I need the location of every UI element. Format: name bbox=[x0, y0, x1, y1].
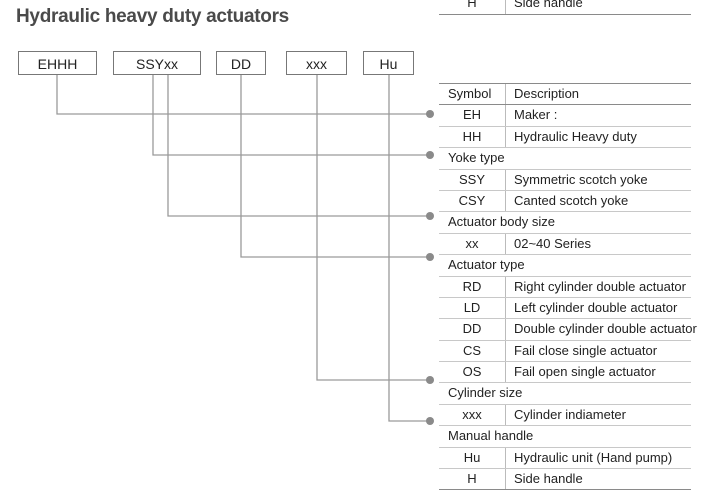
table-row: xxx Cylinder indiameter bbox=[439, 404, 691, 427]
column-divider bbox=[505, 340, 506, 362]
row-symbol: DD bbox=[462, 321, 482, 337]
code-box-handle: Hu bbox=[363, 51, 414, 75]
row-description: Fail open single actuator bbox=[514, 364, 656, 380]
row-symbol: RD bbox=[462, 278, 482, 294]
row-description: Double cylinder double actuator bbox=[514, 321, 697, 337]
code-box-yoke: SSYxx bbox=[113, 51, 201, 75]
section-title-yoke-type: Yoke type bbox=[439, 148, 691, 170]
page-title: Hydraulic heavy duty actuators bbox=[16, 6, 289, 27]
column-divider bbox=[505, 190, 506, 212]
column-divider bbox=[505, 404, 506, 426]
connector-actuator-type bbox=[240, 75, 430, 258]
column-divider bbox=[505, 447, 506, 469]
connector-manual-handle bbox=[388, 75, 430, 422]
table-row: H Side handle bbox=[439, 469, 691, 491]
connector-dot bbox=[426, 212, 434, 220]
row-description: Symmetric scotch yoke bbox=[514, 171, 648, 187]
table-header: Symbol Description bbox=[439, 83, 691, 106]
section-title-manual-handle: Manual handle bbox=[439, 426, 691, 448]
symbol-description-table: Symbol Description EH Maker : HH Hydraul… bbox=[439, 83, 697, 491]
row-description: Cylinder indiameter bbox=[514, 406, 626, 422]
column-divider bbox=[505, 126, 506, 148]
table-row: OS Fail open single actuator bbox=[439, 362, 691, 384]
row-description: Maker : bbox=[514, 107, 558, 123]
row-description: Canted scotch yoke bbox=[514, 192, 629, 208]
table-row: xx 02~40 Series bbox=[439, 233, 691, 256]
column-divider bbox=[505, 105, 506, 126]
table-row: EH Maker : bbox=[439, 105, 691, 127]
connector-dot bbox=[426, 151, 434, 159]
table-row: DD Double cylinder double actuator bbox=[439, 319, 697, 341]
connector-maker bbox=[56, 75, 430, 115]
row-description: 02~40 Series bbox=[514, 235, 591, 251]
column-divider bbox=[505, 319, 506, 340]
header-symbol: Symbol bbox=[448, 86, 492, 101]
row-symbol: SSY bbox=[458, 171, 485, 187]
table-row: CSY Canted scotch yoke bbox=[439, 190, 691, 213]
row-symbol: xxx bbox=[462, 406, 482, 422]
column-divider bbox=[505, 469, 506, 490]
row-symbol: H bbox=[467, 471, 477, 487]
table-row: SSY Symmetric scotch yoke bbox=[439, 169, 691, 191]
row-description: Right cylinder double actuator bbox=[514, 278, 686, 294]
row-symbol: CS bbox=[462, 342, 482, 358]
row-description: Left cylinder double actuator bbox=[514, 299, 678, 315]
column-divider bbox=[505, 276, 506, 297]
row-symbol: xx bbox=[465, 235, 479, 251]
code-box-cylinder: xxx bbox=[286, 51, 347, 75]
header-description: Description bbox=[514, 86, 580, 101]
table-row: CS Fail close single actuator bbox=[439, 340, 691, 363]
table-row: LD Left cylinder double actuator bbox=[439, 297, 691, 320]
column-divider bbox=[505, 233, 506, 255]
column-divider bbox=[505, 169, 506, 190]
connector-dot bbox=[426, 376, 434, 384]
connector-body-size bbox=[167, 75, 430, 217]
top-table-fragment: H Side handle bbox=[439, 0, 691, 15]
column-divider bbox=[505, 84, 506, 105]
row-symbol: CSY bbox=[458, 192, 486, 208]
connector-yoke-type bbox=[152, 75, 430, 156]
column-divider bbox=[505, 297, 506, 319]
table-row: RD Right cylinder double actuator bbox=[439, 276, 691, 298]
section-title-actuator-type: Actuator type bbox=[439, 255, 691, 277]
row-description: Side handle bbox=[514, 471, 583, 487]
row-description: Hydraulic Heavy duty bbox=[514, 128, 637, 144]
connector-dot bbox=[426, 253, 434, 261]
row-description: Fail close single actuator bbox=[514, 342, 658, 358]
row-symbol: LD bbox=[463, 299, 481, 315]
row-symbol: Hu bbox=[463, 449, 481, 465]
table-row: HH Hydraulic Heavy duty bbox=[439, 126, 691, 149]
code-box-actuator-type: DD bbox=[216, 51, 266, 75]
row-symbol: OS bbox=[462, 364, 482, 380]
column-divider bbox=[505, 362, 506, 383]
row-symbol: EH bbox=[462, 107, 482, 123]
section-title-body-size: Actuator body size bbox=[439, 212, 691, 234]
connector-dot bbox=[426, 417, 434, 425]
top-strip-symbol: H bbox=[467, 0, 477, 10]
column-divider bbox=[505, 0, 506, 14]
row-symbol: HH bbox=[462, 128, 482, 144]
top-strip-description: Side handle bbox=[514, 0, 583, 10]
connector-cylinder-size bbox=[316, 75, 430, 381]
section-title-cylinder-size: Cylinder size bbox=[439, 383, 691, 405]
connector-dot bbox=[426, 110, 434, 118]
row-description: Hydraulic unit (Hand pump) bbox=[514, 449, 673, 465]
code-box-maker: EHHH bbox=[18, 51, 97, 75]
table-row: Hu Hydraulic unit (Hand pump) bbox=[439, 447, 691, 470]
